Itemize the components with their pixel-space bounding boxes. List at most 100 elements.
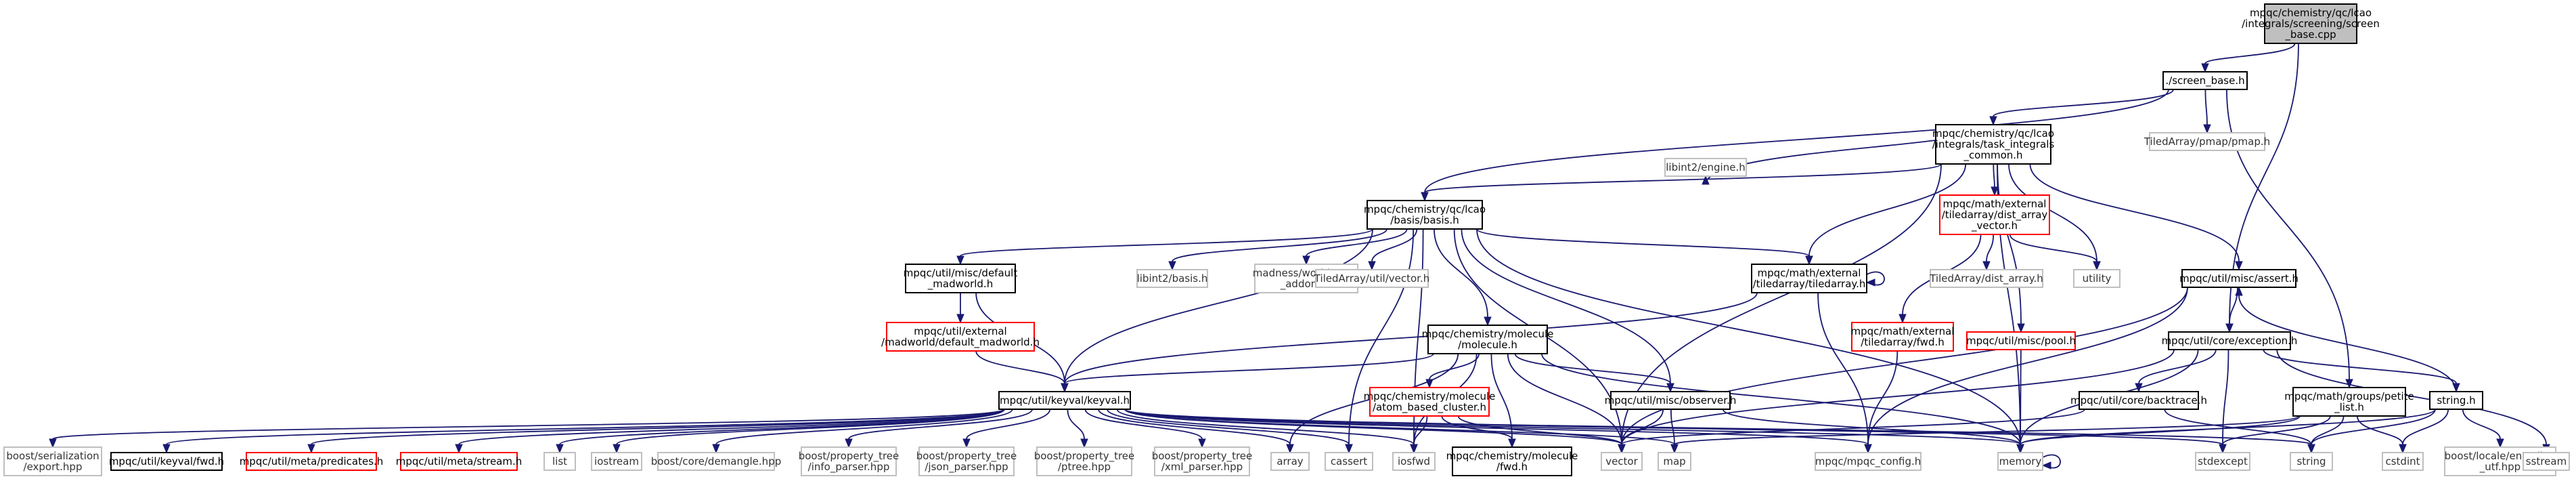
node-label-line: mpqc/mpqc_config.h — [1815, 455, 1922, 468]
node-default-madworld[interactable]: mpqc/util/misc/default_madworld.h — [904, 264, 1018, 293]
edge-keyval-to-stream — [455, 409, 1005, 454]
edge-keyval-to-array — [1098, 409, 1294, 454]
edge-basis-to-tiledarray — [1476, 228, 1813, 266]
edge-basis-to-iosfwd — [1410, 228, 1424, 454]
node-label-line: string — [2296, 455, 2326, 467]
node-iosfwd: iosfwd — [1392, 452, 1436, 471]
node-label-line: list — [552, 455, 567, 467]
node-libint-engine: libint2/engine.h — [1664, 158, 1747, 177]
node-list: list — [543, 452, 576, 471]
node-label-line: libint2/basis.h — [1137, 272, 1208, 285]
node-exception[interactable]: mpqc/util/core/exception.h — [2162, 331, 2298, 350]
edge-default_madworld-to-ext_default_madworld — [956, 293, 964, 324]
node-petite-list[interactable]: mpqc/math/groups/petite_list.h — [2284, 387, 2414, 417]
node-json-parser: boost/property_tree/json_parser.hpp — [916, 446, 1017, 476]
node-molecule[interactable]: mpqc/chemistry/molecule/molecule.h — [1422, 325, 1554, 354]
node-libint-basis: libint2/basis.h — [1136, 269, 1208, 288]
edges-layer — [49, 43, 2550, 470]
edge-keyval-to-cassert — [1107, 409, 1353, 454]
node-label-line: libint2/engine.h — [1666, 161, 1745, 173]
node-label-line: array — [1276, 455, 1303, 467]
edge-keyval-to-predicates — [307, 409, 1005, 454]
node-label-line: TiledArray/pmap/pmap.h — [2144, 136, 2270, 148]
node-label-line: /ptree.hpp — [1058, 461, 1111, 473]
node-label-line: _vector.h — [1971, 220, 2018, 232]
node-utility: utility — [2073, 269, 2120, 288]
node-label-line: _base.cpp — [2284, 28, 2336, 41]
edge-basis-to-molecule — [1434, 228, 1492, 327]
edge-petite_list-to-cstdint — [2356, 415, 2407, 454]
node-cassert: cassert — [1325, 452, 1373, 471]
edge-keyval-to-string — [1124, 409, 2315, 454]
node-observer[interactable]: mpqc/util/misc/observer.h — [1605, 391, 1737, 410]
node-label-line: _common.h — [1963, 149, 2022, 162]
node-predicates[interactable]: mpqc/util/meta/predicates.h — [240, 452, 384, 471]
node-label-line: mpqc/util/external — [914, 325, 1006, 337]
node-label-line: stdexcept — [2198, 455, 2248, 467]
edge-string_h-to-cstdint — [2399, 409, 2449, 454]
node-label-line: _utf.hpp — [2479, 461, 2521, 474]
edge-keyval-to-map — [1124, 409, 1679, 454]
edge-tiledarray-to-tiledarray — [1865, 271, 1885, 287]
edge-keyval-to-export_hpp — [49, 409, 1005, 449]
node-label-line: TiledArray/dist_array.h — [1929, 272, 2043, 285]
edge-root-to-screen_base — [2201, 43, 2296, 73]
node-molecule-fwd[interactable]: mpqc/chemistry/molecule/fwd.h — [1446, 446, 1578, 476]
node-label-line: mpqc/chemistry/molecule — [1422, 328, 1554, 340]
node-screen-base[interactable]: ./screen_base.h — [2162, 71, 2248, 90]
edge-basis-to-default_madworld — [956, 228, 1373, 266]
nodes-layer: mpqc/chemistry/qc/lcao/integrals/screeni… — [3, 3, 2570, 476]
node-label-line: /fwd.h — [1496, 461, 1528, 473]
node-label-line: /integrals/task_integrals — [1932, 138, 2055, 151]
edge-keyval-to-memory — [1124, 409, 2024, 454]
node-label-line: /basis/basis.h — [1390, 214, 1459, 226]
node-label-line: iostream — [594, 455, 639, 467]
node-label-line: cassert — [1331, 455, 1367, 467]
node-keyval-fwd[interactable]: mpqc/util/keyval/fwd.h — [109, 452, 224, 471]
node-label-line: memory — [1999, 455, 2042, 467]
node-pool[interactable]: mpqc/util/misc/pool.h — [1966, 331, 2076, 350]
edge-keyval-to-ptree — [1067, 409, 1088, 449]
node-cstdint: cstdint — [2382, 452, 2424, 471]
node-label-line: mpqc/util/core/exception.h — [2162, 335, 2298, 347]
edge-basis-to-ta_vector — [1368, 228, 1418, 271]
edge-keyval-to-keyval_fwd — [162, 409, 1005, 454]
node-keyval[interactable]: mpqc/util/keyval/keyval.h — [998, 391, 1131, 410]
node-atom-cluster[interactable]: mpqc/chemistry/molecule/atom_based_clust… — [1364, 387, 1496, 417]
node-tiledarray[interactable]: mpqc/math/external/tiledarray/tiledarray… — [1751, 264, 1867, 293]
node-label-line: mpqc/util/misc/pool.h — [1966, 335, 2076, 347]
node-tiledarray-fwd[interactable]: mpqc/math/external/tiledarray/fwd.h — [1851, 322, 1955, 352]
edge-keyval-to-json_parser — [962, 409, 1051, 449]
edge-screen_base-to-pmap — [2203, 89, 2211, 134]
edge-string_h-to-encoding — [2462, 409, 2504, 449]
node-pmap: TiledArray/pmap/pmap.h — [2144, 132, 2270, 151]
node-label-line: mpqc/math/external — [1943, 198, 2047, 210]
node-ext-default-madworld[interactable]: mpqc/util/external/madworld/default_madw… — [881, 322, 1040, 352]
edge-dist_array-to-ta_dist_array — [1982, 234, 1995, 271]
node-label-line: mpqc/util/meta/stream.h — [396, 455, 523, 467]
node-label-line: /madworld/default_madworld.h — [881, 336, 1040, 349]
node-label-line: vector — [1605, 455, 1638, 467]
node-label-line: mpqc/math/external — [1758, 267, 1861, 279]
node-assert[interactable]: mpqc/util/misc/assert.h — [2179, 269, 2299, 288]
edge-keyval-to-info_parser — [845, 409, 1034, 449]
node-backtrace[interactable]: mpqc/util/core/backtrace.h — [2070, 391, 2207, 410]
node-task-common[interactable]: mpqc/chemistry/qc/lcao/integrals/task_in… — [1932, 124, 2055, 165]
edge-memory-to-memory — [2041, 454, 2061, 470]
edge-molecule-to-atom_cluster — [1425, 353, 1480, 389]
node-dist-array[interactable]: mpqc/math/external/tiledarray/dist_array… — [1939, 194, 2050, 235]
edge-keyval-to-demangle — [712, 409, 1013, 454]
node-label-line: _madworld.h — [927, 278, 993, 291]
node-label-line: mpqc/chemistry/qc/lcao — [2250, 7, 2372, 19]
edge-keyval-to-iostream — [613, 409, 1005, 454]
edge-petite_list-to-map — [1670, 415, 2299, 454]
node-root[interactable]: mpqc/chemistry/qc/lcao/integrals/screeni… — [2242, 3, 2380, 44]
edge-task_common-to-pool — [1997, 163, 2025, 333]
node-label-line: TiledArray/util/vector.h — [1314, 272, 1430, 285]
node-stream[interactable]: mpqc/util/meta/stream.h — [396, 452, 523, 471]
node-basis[interactable]: mpqc/chemistry/qc/lcao/basis/basis.h — [1364, 200, 1486, 230]
node-label-line: mpqc/chemistry/molecule — [1446, 450, 1578, 462]
edge-basis-to-madness_array — [1302, 228, 1408, 266]
node-xml-parser: boost/property_tree/xml_parser.hpp — [1152, 446, 1252, 476]
node-string-h[interactable]: string.h — [2429, 391, 2483, 410]
